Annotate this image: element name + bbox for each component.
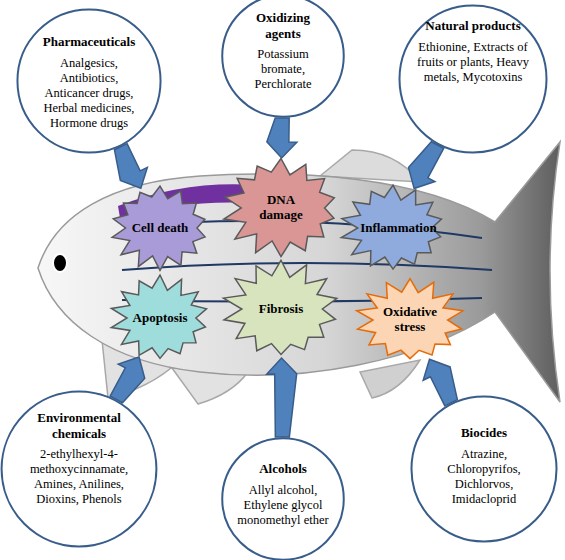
category-circle: Environmental chemicals 2-ethylhexyl-4-me… bbox=[0, 390, 158, 548]
effect-label: Fibrosis bbox=[259, 302, 304, 317]
category-examples: 2-ethylhexyl-4-methoxycinnamate, Amines,… bbox=[20, 447, 138, 507]
node-content: Oxidizing agentsPotassium bromate, Perch… bbox=[221, 0, 345, 118]
fish-body bbox=[38, 142, 560, 402]
effect-star: Inflammation bbox=[340, 185, 446, 271]
star-shape bbox=[111, 275, 206, 358]
node-content: DNA damage bbox=[222, 158, 340, 258]
fish-eye bbox=[53, 254, 67, 272]
category-examples: Analgesics, Antibiotics, Anticancer drug… bbox=[34, 56, 144, 131]
category-examples: Ethionine, Extracts of fruits or plants,… bbox=[416, 40, 530, 85]
node-content: BiocidesAtrazine, Chloropyrifos, Dichlor… bbox=[410, 395, 558, 543]
category-circle: Oxidizing agentsPotassium bromate, Perch… bbox=[221, 0, 345, 118]
circle-shape bbox=[411, 396, 556, 541]
category-heading: Natural products bbox=[425, 18, 520, 34]
star-shape bbox=[357, 279, 463, 359]
block-arrow bbox=[110, 357, 145, 403]
star-shape bbox=[112, 186, 205, 270]
circle-shape bbox=[222, 0, 344, 117]
anal-fin bbox=[360, 360, 420, 398]
category-heading: Alcohols bbox=[259, 461, 307, 477]
category-circle: PharmaceuticalsAnalgesics, Antibiotics, … bbox=[16, 8, 162, 154]
node-content: AlcoholsAllyl alcohol, Ethylene glycol m… bbox=[221, 437, 345, 560]
star-shape bbox=[341, 185, 441, 269]
effect-label: Inflammation bbox=[360, 221, 426, 236]
block-arrow bbox=[423, 359, 457, 406]
category-heading: Pharmaceuticals bbox=[43, 34, 135, 50]
category-circle: BiocidesAtrazine, Chloropyrifos, Dichlor… bbox=[410, 395, 558, 543]
category-examples: Atrazine, Chloropyrifos, Dichlorvos, Imi… bbox=[428, 447, 540, 507]
node-content: Apoptosis bbox=[110, 275, 210, 361]
effect-label: Cell death bbox=[132, 221, 189, 236]
category-heading: Biocides bbox=[461, 425, 507, 441]
category-examples: Potassium bromate, Perchlorate bbox=[237, 47, 329, 92]
node-content: Oxidative stress bbox=[355, 278, 465, 362]
category-circle: Natural productsEthionine, Extracts of f… bbox=[398, 4, 548, 154]
node-content: Environmental chemicals 2-ethylhexyl-4-me… bbox=[0, 390, 158, 548]
effect-star: DNA damage bbox=[222, 158, 340, 258]
effect-star: Oxidative stress bbox=[355, 278, 465, 362]
category-circle: AlcoholsAllyl alcohol, Ethylene glycol m… bbox=[221, 437, 345, 560]
block-arrow bbox=[409, 142, 444, 189]
block-arrow bbox=[114, 144, 147, 189]
node-content: Inflammation bbox=[340, 185, 446, 271]
star-shape bbox=[224, 159, 334, 257]
node-content: Fibrosis bbox=[222, 260, 340, 358]
category-examples: Allyl alcohol, Ethylene glycol monomethy… bbox=[237, 483, 329, 528]
effect-star: Apoptosis bbox=[110, 275, 210, 361]
effect-label: Apoptosis bbox=[133, 311, 188, 326]
category-heading: Environmental chemicals bbox=[20, 410, 138, 441]
effect-star: Fibrosis bbox=[222, 260, 340, 358]
circle-shape bbox=[222, 438, 344, 560]
effect-label: DNA damage bbox=[244, 193, 317, 223]
circle-shape bbox=[400, 6, 547, 153]
effect-star: Cell death bbox=[110, 185, 210, 271]
node-content: Natural productsEthionine, Extracts of f… bbox=[398, 4, 548, 154]
circle-shape bbox=[2, 392, 157, 547]
category-heading: Oxidizing agents bbox=[237, 10, 329, 41]
block-arrow bbox=[267, 118, 297, 158]
block-arrow bbox=[267, 358, 297, 437]
node-content: PharmaceuticalsAnalgesics, Antibiotics, … bbox=[16, 8, 162, 154]
effect-label: Oxidative stress bbox=[376, 305, 444, 335]
star-shape bbox=[223, 260, 336, 354]
node-content: Cell death bbox=[110, 185, 210, 271]
circle-shape bbox=[17, 9, 160, 152]
